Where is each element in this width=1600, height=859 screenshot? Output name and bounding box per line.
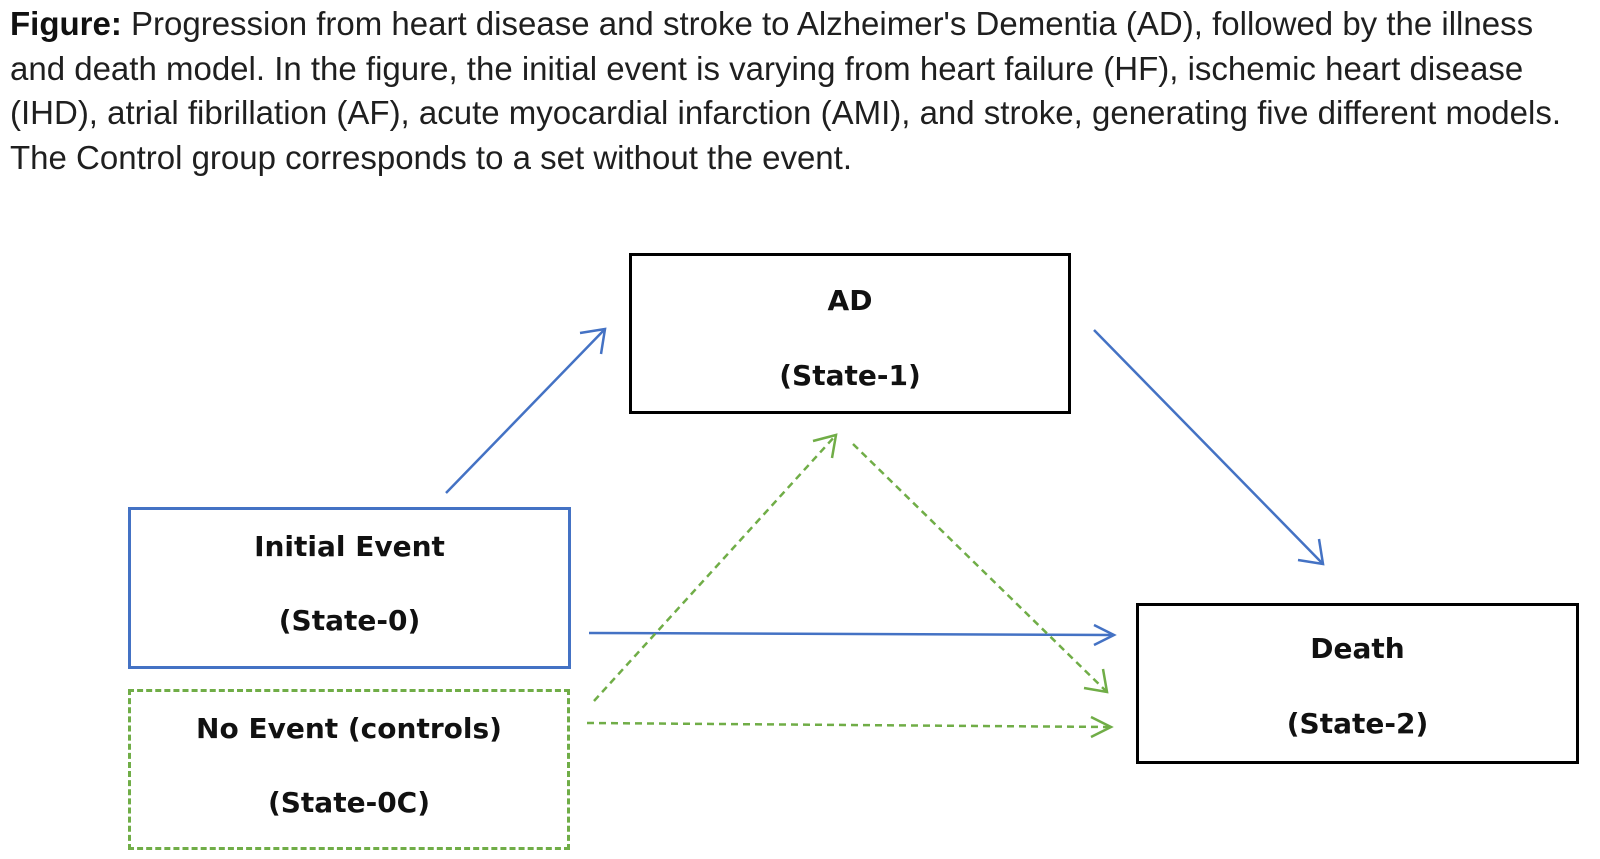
caption-text: Progression from heart disease and strok… [10, 5, 1561, 176]
node-no-event-title: No Event (controls) [196, 712, 502, 745]
figure-caption: Figure: Progression from heart disease a… [10, 2, 1570, 180]
node-initial-event-state: (State-0) [278, 604, 421, 637]
node-death: Death (State-2) [1136, 603, 1579, 764]
node-death-state: (State-2) [1286, 707, 1429, 740]
node-initial-event: Initial Event (State-0) [128, 507, 571, 669]
edge-ad-to-death-control [852, 443, 1109, 694]
caption-lead: Figure: [10, 5, 122, 42]
edge-initial-to-ad [445, 327, 607, 494]
node-ad: AD (State-1) [629, 253, 1071, 414]
node-no-event: No Event (controls) (State-0C) [128, 689, 570, 850]
node-no-event-state: (State-0C) [267, 786, 431, 819]
node-death-title: Death [1310, 632, 1405, 665]
edge-initial-to-death [588, 623, 1117, 647]
node-ad-state: (State-1) [779, 359, 921, 392]
edge-noevent-to-death [586, 715, 1114, 739]
edge-noevent-to-ad [593, 433, 838, 702]
node-initial-event-title: Initial Event [254, 530, 445, 563]
node-ad-title: AD [827, 284, 873, 317]
edge-ad-to-death [1093, 329, 1325, 566]
